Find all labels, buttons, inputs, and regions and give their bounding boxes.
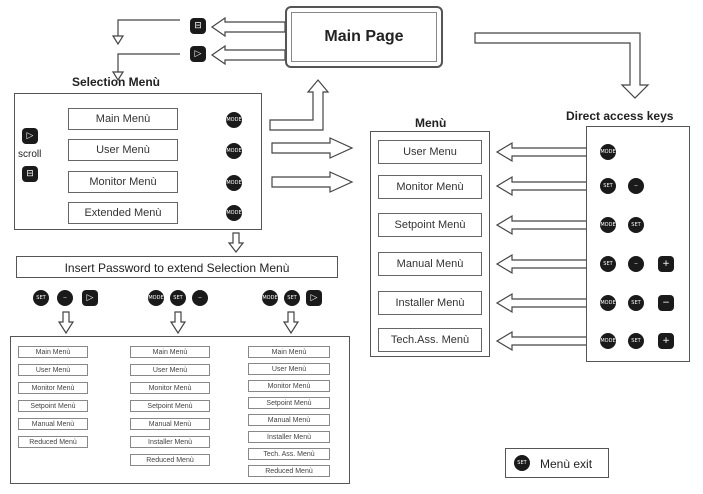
set-key-icon: SET <box>600 256 616 272</box>
selection-item-extended[interactable]: Extended Menù <box>68 202 178 224</box>
selection-item-user[interactable]: User Menù <box>68 139 178 161</box>
ext-list-1-item[interactable]: Manual Menù <box>18 418 88 430</box>
mode-key-icon: MODE <box>600 144 616 160</box>
selection-item-monitor[interactable]: Monitor Menù <box>68 171 178 193</box>
ext-list-2-item[interactable]: Manual Menù <box>130 418 210 430</box>
minus-key-icon: − <box>628 178 644 194</box>
arrow-hook-bottom <box>117 53 180 74</box>
arrow-selection-to-menu-user <box>271 137 354 159</box>
set-key-icon: SET <box>284 290 300 306</box>
mode-key-icon: MODE <box>226 175 242 191</box>
arrow-main-to-direct-keys <box>474 32 650 99</box>
ext-list-2-item[interactable]: Installer Menù <box>130 436 210 448</box>
menu-item-user[interactable]: User Menu <box>378 140 482 164</box>
plus-key-icon: ▷ <box>190 46 206 62</box>
mode-key-icon: MODE <box>148 290 164 306</box>
ext-list-2-item[interactable]: User Menù <box>130 364 210 376</box>
ext-list-1-item[interactable]: User Menù <box>18 364 88 376</box>
set-key-icon: SET <box>33 290 49 306</box>
ext-list-1-item[interactable]: Monitor Menù <box>18 382 88 394</box>
ext-list-3-item[interactable]: User Menù <box>248 363 330 375</box>
minus-key-icon: − <box>192 290 208 306</box>
set-key-icon: SET <box>628 295 644 311</box>
main-page-box: Main Page <box>285 6 443 68</box>
plus-key-icon: ▷ <box>22 128 38 144</box>
ext-list-3-item[interactable]: Setpoint Menù <box>248 397 330 409</box>
arrow-main-to-mode-key <box>210 16 286 38</box>
mode-key-icon: MODE <box>226 143 242 159</box>
arrow-hook-top <box>117 19 180 38</box>
plus-key-icon: ▷ <box>306 290 322 306</box>
direct-access-title: Direct access keys <box>566 109 674 123</box>
menu-item-manual[interactable]: Manual Menù <box>378 252 482 276</box>
ext-list-1-item[interactable]: Main Menù <box>18 346 88 358</box>
mode-key-icon: MODE <box>262 290 278 306</box>
ext-list-1-item[interactable]: Reduced Menù <box>18 436 88 448</box>
menu-panel <box>370 131 490 357</box>
minus-key-icon: ⊟ <box>22 166 38 182</box>
ext-list-3-item[interactable]: Reduced Menù <box>248 465 330 477</box>
ext-list-3-item[interactable]: Tech. Ass. Menù <box>248 448 330 460</box>
set-key-icon: SET <box>600 178 616 194</box>
arrow-main-to-set-key <box>210 44 286 66</box>
ext-list-2-item[interactable]: Monitor Menù <box>130 382 210 394</box>
menu-title: Menù <box>415 116 447 130</box>
arrow-selection-to-password <box>227 232 245 253</box>
menu-exit-box: SET Menù exit <box>505 448 609 478</box>
ext-list-2-item[interactable]: Setpoint Menù <box>130 400 210 412</box>
arrow-selection-to-main <box>269 79 330 131</box>
selection-menu-title: Selection Menù <box>72 75 161 89</box>
menu-exit-label: Menù exit <box>540 457 593 471</box>
ext-list-3-item[interactable]: Main Menù <box>248 346 330 358</box>
set-key-icon: SET <box>628 217 644 233</box>
ext-list-1-item[interactable]: Setpoint Menù <box>18 400 88 412</box>
minus-key-icon: − <box>628 256 644 272</box>
set-key-icon: SET <box>514 455 530 471</box>
plus-key-icon: + <box>658 333 674 349</box>
minus-key-icon: − <box>658 295 674 311</box>
selection-item-main[interactable]: Main Menù <box>68 108 178 130</box>
minus-key-icon: − <box>57 290 73 306</box>
ext-list-3-item[interactable]: Monitor Menù <box>248 380 330 392</box>
ext-list-3-item[interactable]: Manual Menù <box>248 414 330 426</box>
menu-item-tech-ass[interactable]: Tech.Ass. Menù <box>378 328 482 352</box>
plus-key-icon: + <box>658 256 674 272</box>
ext-list-2-item[interactable]: Reduced Menù <box>130 454 210 466</box>
mode-key-icon: ⊟ <box>190 18 206 34</box>
menu-item-monitor[interactable]: Monitor Menù <box>378 175 482 199</box>
ext-list-2-item[interactable]: Main Menù <box>130 346 210 358</box>
mode-key-icon: MODE <box>600 295 616 311</box>
mode-key-icon: MODE <box>226 205 242 221</box>
set-key-icon: SET <box>628 333 644 349</box>
ext-list-3-item[interactable]: Installer Menù <box>248 431 330 443</box>
menu-item-setpoint[interactable]: Setpoint Menù <box>378 213 482 237</box>
arrow-selection-to-menu-monitor <box>271 171 354 193</box>
scroll-label: scroll <box>18 149 42 160</box>
set-key-icon: SET <box>170 290 186 306</box>
mode-key-icon: MODE <box>600 217 616 233</box>
password-bar-text: Insert Password to extend Selection Menù <box>64 261 290 275</box>
mode-key-icon: MODE <box>226 112 242 128</box>
password-bar: Insert Password to extend Selection Menù <box>16 256 338 278</box>
main-page-title: Main Page <box>324 28 404 45</box>
menu-item-installer[interactable]: Installer Menù <box>378 291 482 315</box>
plus-key-icon: ▷ <box>82 290 98 306</box>
direct-access-panel <box>586 126 690 362</box>
mode-key-icon: MODE <box>600 333 616 349</box>
